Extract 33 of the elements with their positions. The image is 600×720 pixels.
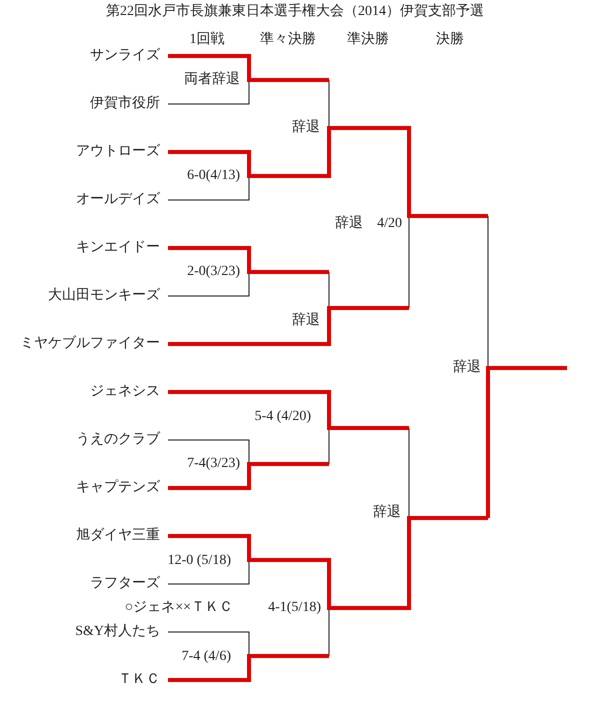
team-name: ジェネシス (90, 383, 160, 401)
match-result: 辞退 (453, 359, 481, 377)
match-result: 辞退 4/20 (335, 215, 402, 233)
match-note: ○ジェネ××ＴＫＣ (124, 599, 233, 617)
round-heading: 準決勝 (347, 31, 389, 49)
match-result: 両者辞退 (184, 71, 240, 89)
team-name: キャプテンズ (76, 479, 160, 497)
team-name: キンエイドー (76, 239, 160, 257)
match-score: 12-0 (5/18) (168, 552, 231, 570)
team-name: オールデイズ (76, 191, 160, 209)
round-heading: 1回戦 (190, 31, 224, 49)
match-score: 7-4(3/23) (187, 455, 240, 473)
match-result: 辞退 (292, 312, 320, 330)
match-score: 6-0(4/13) (187, 167, 240, 185)
team-name: うえのクラブ (76, 431, 160, 449)
round-heading: 準々決勝 (260, 31, 316, 49)
team-name: 大山田モンキーズ (48, 287, 160, 305)
team-name: ミヤケブルファイター (20, 335, 160, 353)
team-name: ＴＫＣ (118, 671, 160, 689)
team-name: ラフターズ (90, 575, 160, 593)
match-score: 5-4 (4/20) (254, 408, 311, 426)
match-result: 辞退 (292, 119, 320, 137)
match-score: 4-1(5/18) (268, 599, 321, 617)
team-name: 旭ダイヤ三重 (76, 527, 160, 545)
round-heading: 決勝 (436, 31, 464, 49)
match-score: 7-4 (4/6) (182, 648, 231, 666)
title: 第22回水戸市長旗兼東日本選手権大会（2014）伊賀支部予選 (106, 3, 484, 21)
team-name: サンライズ (90, 47, 160, 65)
team-name: アウトローズ (76, 143, 160, 161)
match-result: 辞退 (373, 504, 401, 522)
match-score: 2-0(3/23) (187, 263, 240, 281)
team-name: S&Y村人たち (75, 623, 160, 641)
team-name: 伊賀市役所 (90, 95, 160, 113)
